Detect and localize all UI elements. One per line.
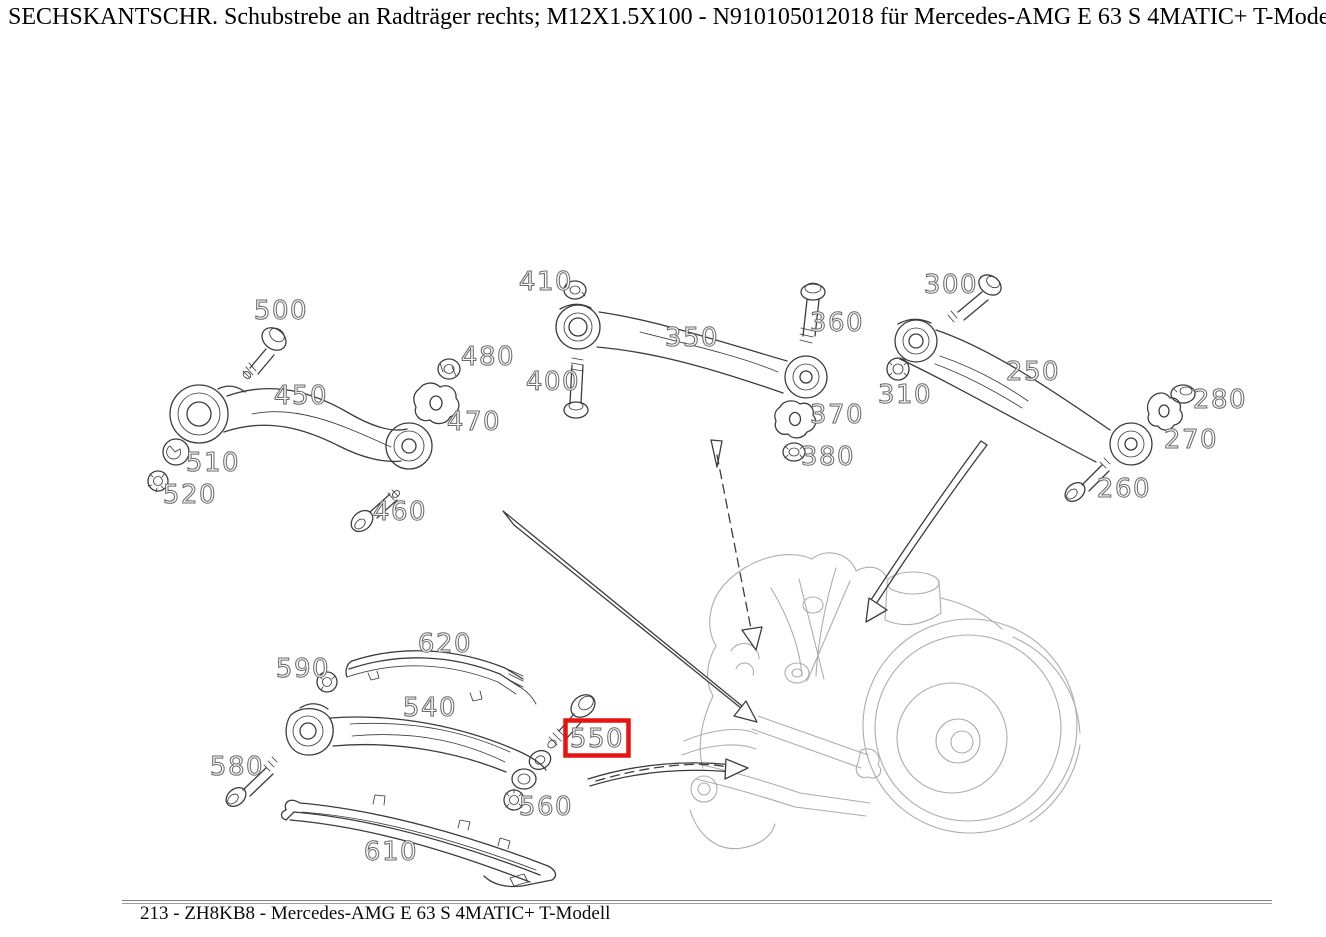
part-drawing-450-control-arm [169, 384, 433, 470]
part-drawing-270-carrier-plate [1146, 392, 1183, 431]
part-label-250 control-arm-icon[interactable]: 250 [1005, 356, 1060, 387]
part-label-400 bolt-icon[interactable]: 400 [525, 366, 580, 397]
pointer-arrows [502, 439, 988, 787]
part-drawing-300-bolt [947, 274, 1002, 323]
part-drawing-520-nut [147, 470, 169, 493]
part-label-470 carrier-plate-icon[interactable]: 470 [446, 406, 501, 437]
part-label-550 bolt-icon[interactable]: 550 [569, 723, 624, 754]
part-drawing-550-bolt [547, 694, 596, 749]
part-label-410 nut-icon[interactable]: 410 [518, 266, 573, 297]
part-drawing-410-nut [563, 280, 587, 300]
highlight-box [563, 718, 631, 758]
part-drawing-470-carrier-plate [413, 382, 460, 425]
part-drawing-400-bolt [563, 357, 589, 419]
part-drawing-350-control-arm [555, 303, 828, 399]
part-drawing-500-bolt [242, 327, 287, 379]
part-label-310 nut-icon[interactable]: 310 [877, 379, 932, 410]
wheel-carrier-ghost-drawing [681, 552, 1081, 850]
page-title: SECHSKANTSCHR. Schubstrebe an Radträger … [8, 4, 1326, 30]
part-label-560 nut-icon[interactable]: 560 [518, 791, 573, 822]
part-label-280 nut-icon[interactable]: 280 [1192, 384, 1247, 415]
part-label-540 thrust-strut-icon[interactable]: 540 [402, 692, 457, 723]
part-label-500 bolt-icon[interactable]: 500 [253, 295, 308, 326]
part-label-300 bolt-icon[interactable]: 300 [923, 269, 978, 300]
part-drawing-250-control-arm [894, 318, 1153, 466]
part-label-480 nut-icon[interactable]: 480 [460, 341, 515, 372]
part-label-380 nut-icon[interactable]: 380 [800, 441, 855, 472]
part-label-260 bolt-icon[interactable]: 260 [1096, 473, 1151, 504]
part-label-450 control-arm-icon[interactable]: 450 [273, 380, 328, 411]
part-drawing-280-nut [1170, 384, 1196, 404]
part-drawing-480-nut [437, 358, 461, 380]
part-drawing-380-nut [782, 442, 806, 462]
part-label-620 cover-rail-icon[interactable]: 620 [417, 628, 472, 659]
part-drawing-610-cover-rail [280, 794, 557, 888]
part-drawing-260-bolt [1064, 457, 1111, 503]
part-drawing-310-nut [886, 357, 910, 381]
part-label-590 nut-icon[interactable]: 590 [275, 653, 330, 684]
part-label-610 cover-rail-icon[interactable]: 610 [363, 836, 418, 867]
footer-caption: 213 - ZH8KB8 - Mercedes-AMG E 63 S 4MATI… [140, 903, 611, 924]
part-drawing-560-nut [503, 788, 525, 811]
part-drawing-580-bolt [225, 756, 278, 808]
footer-divider [122, 900, 1272, 904]
part-label-270 carrier-plate-icon[interactable]: 270 [1163, 424, 1218, 455]
part-drawing-460-bolt [350, 489, 401, 533]
part-drawing-590-nut [316, 671, 338, 693]
part-drawing-360-bolt [799, 282, 826, 344]
part-label-370 carrier-plate-icon[interactable]: 370 [809, 399, 864, 430]
part-drawing-370-carrier-plate [774, 400, 817, 439]
part-label-580 bolt-icon[interactable]: 580 [209, 751, 264, 782]
part-drawing-620-cover-rail [345, 650, 537, 705]
part-label-460 bolt-icon[interactable]: 460 [372, 496, 427, 527]
part-label-360 bolt-icon[interactable]: 360 [809, 307, 864, 338]
part-drawing-510-washer [162, 438, 190, 466]
part-label-510 washer-icon[interactable]: 510 [185, 447, 240, 478]
part-drawing-540-thrust-strut [285, 703, 552, 790]
part-label-520 nut-icon[interactable]: 520 [162, 479, 217, 510]
part-label-350 control-arm-icon[interactable]: 350 [664, 322, 719, 353]
